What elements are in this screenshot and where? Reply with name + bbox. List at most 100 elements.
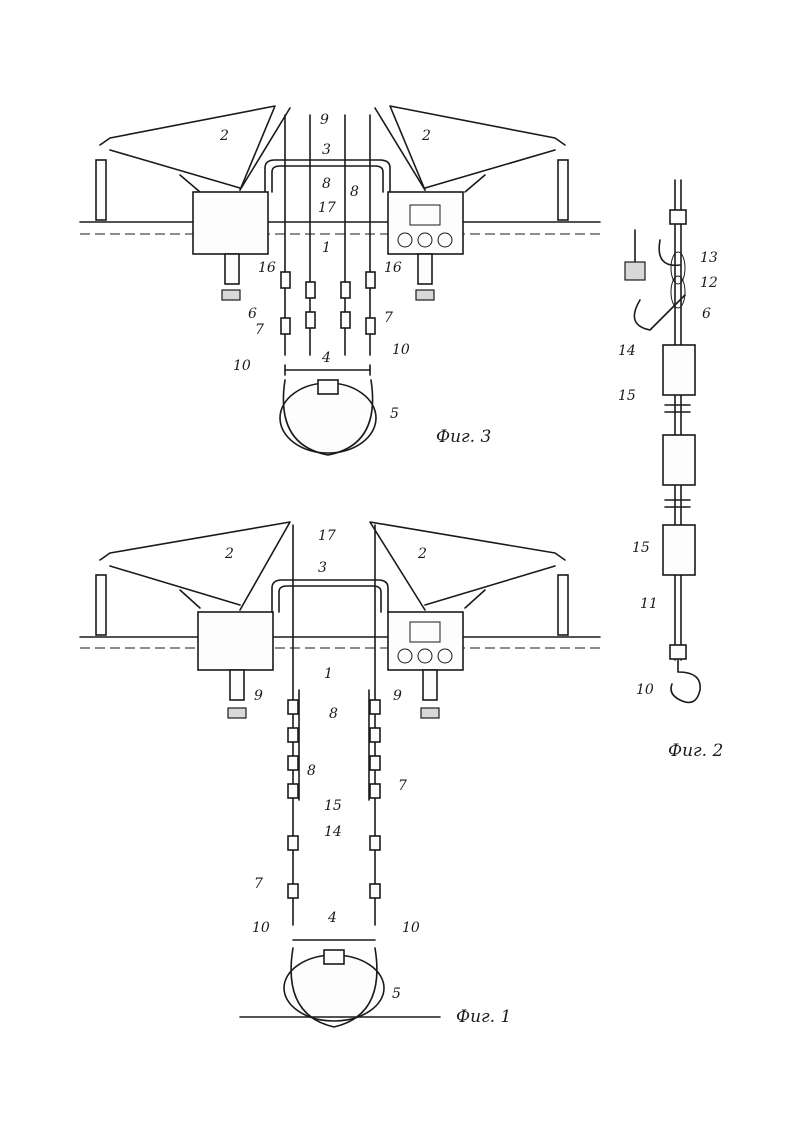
weight: [340, 311, 351, 329]
ref-label: 10: [233, 358, 251, 374]
right-crane-strut: [464, 174, 486, 193]
right-crane-brace: [424, 565, 556, 606]
connecting-beam-inner: [278, 585, 382, 613]
left-pontoon: [197, 611, 274, 671]
weight: [369, 783, 381, 799]
ref-label: 8: [329, 706, 338, 722]
left-outrigger-leg: [95, 574, 107, 636]
lifting-hook-10: [670, 659, 701, 704]
ref-label: 15: [632, 540, 650, 556]
ref-label: 8: [322, 176, 331, 192]
weight: [287, 699, 299, 715]
weight: [369, 883, 381, 899]
ref-label: 8: [350, 184, 359, 200]
right-winch-drum: [417, 232, 433, 248]
ref-label: 10: [636, 682, 654, 698]
right-support-foot: [420, 707, 440, 719]
weight: [369, 727, 381, 743]
figure-caption: Фиг. 1: [456, 1007, 511, 1027]
ref-label: 8: [307, 763, 316, 779]
right-winch-drum: [397, 648, 413, 664]
ref-label: 9: [393, 688, 402, 704]
ref-label: 11: [640, 596, 658, 612]
figure-1: [79, 521, 601, 1028]
figure-2: [624, 179, 701, 704]
right-support-leg: [422, 669, 438, 701]
cable-clamp: [669, 644, 687, 660]
weight: [369, 699, 381, 715]
right-support-leg: [417, 253, 433, 285]
left-support-foot: [221, 289, 241, 301]
connecting-beam-inner: [271, 165, 384, 193]
weight: [340, 281, 351, 299]
ref-label: 9: [254, 688, 263, 704]
connecting-beam: [271, 579, 389, 613]
ref-label: 7: [254, 876, 263, 892]
left-pontoon: [192, 191, 269, 255]
figure-3-labels: 9 2 3 2 8 8 17 1 16 16 6 7 7 10 10 4 5 Ф…: [219, 112, 491, 447]
ref-label: 15: [324, 798, 342, 814]
ref-label: 14: [618, 343, 636, 359]
figure-2-labels: 13 12 6 14 15 15 11 10 Фиг. 2: [618, 250, 723, 761]
ref-label: 2: [421, 128, 431, 144]
right-winch-drum: [417, 648, 433, 664]
right-boom-inner: [374, 107, 426, 191]
right-support-foot: [415, 289, 435, 301]
right-pontoon: [387, 611, 464, 671]
weight: [287, 727, 299, 743]
ref-label: 13: [700, 250, 718, 266]
link: [670, 251, 686, 285]
left-crane-strut: [179, 589, 201, 609]
pipe-saddle: [317, 379, 339, 395]
figure-3: [79, 105, 601, 456]
ref-label: 16: [384, 260, 402, 276]
ref-label: 17: [318, 200, 336, 216]
weight: [369, 755, 381, 771]
weight: [365, 317, 376, 335]
right-winch-housing: [409, 204, 441, 226]
ref-label: 1: [322, 240, 331, 256]
weight: [369, 835, 381, 851]
left-crane-boom: [99, 105, 276, 191]
weight: [305, 311, 316, 329]
ref-label: 4: [321, 350, 331, 366]
left-support-foot: [227, 707, 247, 719]
right-crane-brace: [424, 149, 556, 189]
right-winch-drum: [437, 232, 453, 248]
ref-label: 7: [398, 778, 407, 794]
hook: [658, 239, 681, 267]
link: [670, 275, 686, 309]
left-outrigger-leg: [95, 159, 107, 221]
right-winch-drum: [437, 648, 453, 664]
left-crane-boom: [99, 521, 291, 611]
connecting-beam: [264, 159, 391, 193]
weight: [305, 281, 316, 299]
weight: [280, 271, 291, 289]
ref-label: 17: [318, 528, 336, 544]
ref-label: 15: [618, 388, 636, 404]
left-crane-brace: [109, 149, 241, 189]
left-support-leg: [229, 669, 245, 701]
ref-label: 6: [702, 306, 711, 322]
weight-15: [662, 434, 696, 486]
ref-label: 4: [327, 910, 337, 926]
ref-label: 7: [384, 310, 393, 326]
ref-label: 3: [318, 560, 327, 576]
weight: [287, 755, 299, 771]
pipe-sling: [282, 379, 374, 456]
ref-label: 5: [390, 406, 399, 422]
left-crane-strut: [179, 174, 201, 193]
weight: [287, 883, 299, 899]
figure-caption: Фиг. 3: [436, 427, 491, 447]
right-outrigger-leg: [557, 574, 569, 636]
ref-label: 7: [255, 322, 264, 338]
figure-1-labels: 17 2 3 2 1 9 9 8 8 7 15 14 7 4 10 10 5 Ф…: [224, 528, 511, 1027]
cable-clamp: [669, 209, 687, 225]
pipeline-section: [283, 954, 385, 1022]
right-outrigger-leg: [557, 159, 569, 221]
pipe-sling: [290, 947, 378, 1028]
right-crane-strut: [464, 589, 486, 609]
ref-label: 6: [248, 306, 257, 322]
left-boom-inner: [239, 107, 291, 191]
